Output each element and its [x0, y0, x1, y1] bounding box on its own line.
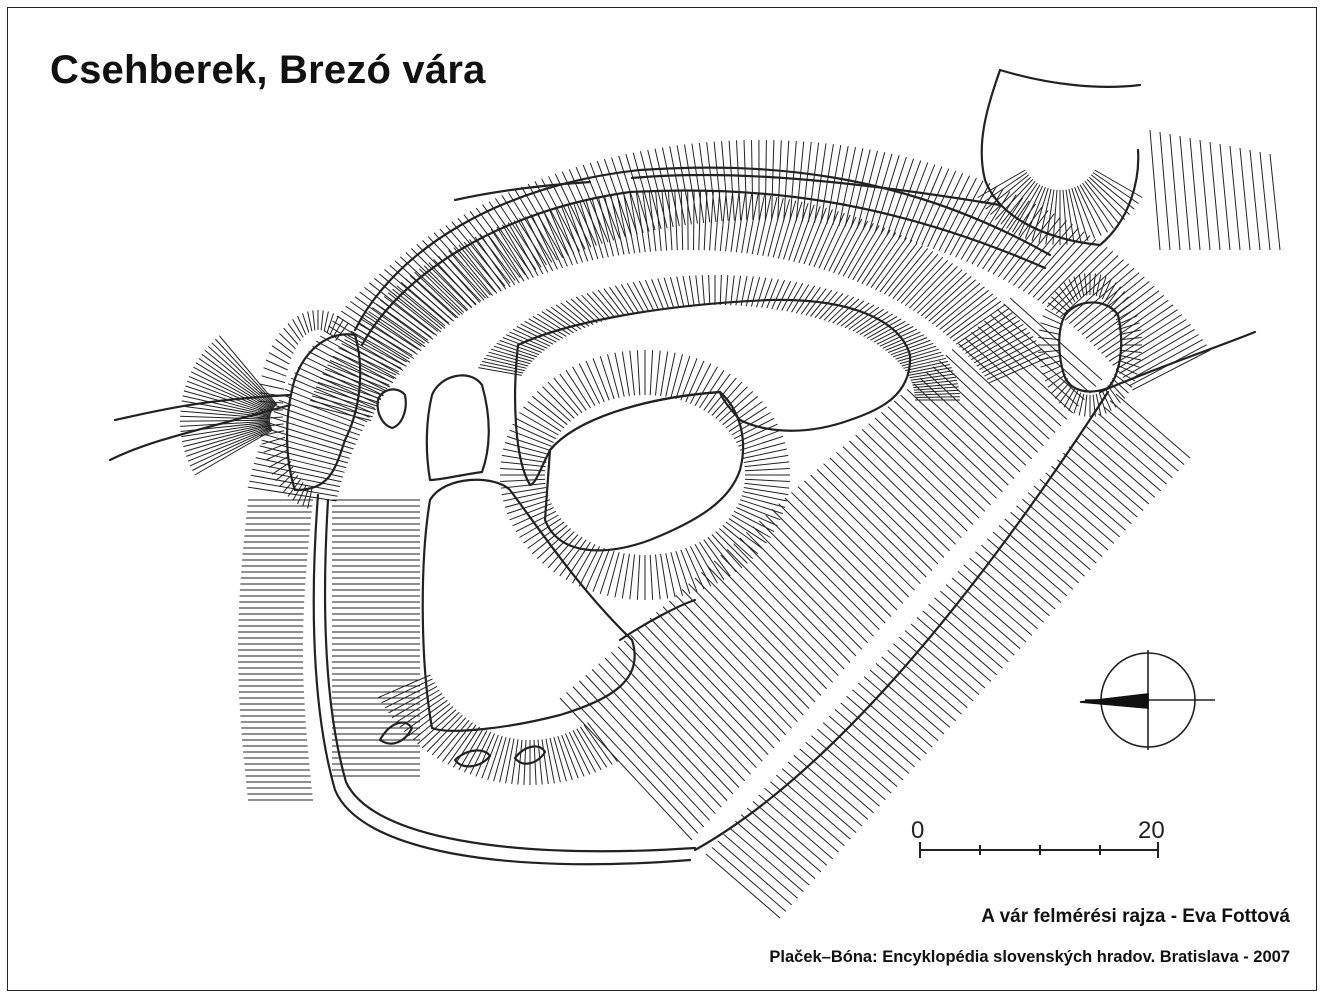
- west-path-2: [113, 393, 292, 422]
- scale-label-end: 20: [1138, 817, 1165, 844]
- north-arrow-icon: [1079, 650, 1215, 750]
- moat-east: [693, 390, 1110, 852]
- terrain-outlines: [108, 68, 1257, 866]
- source-citation: Plaček–Bóna: Encyklopédia slovenských hr…: [769, 948, 1290, 966]
- upper-path-a: [453, 180, 592, 202]
- ne-hollow: [980, 68, 1140, 247]
- stone-2: [453, 749, 492, 768]
- page-title: Csehberek, Brezó vára: [50, 48, 486, 92]
- scale-label-start: 0: [911, 817, 924, 844]
- west-path: [108, 403, 292, 462]
- rampart-outer: [353, 166, 1052, 332]
- stone-1: [378, 721, 414, 745]
- stone-3: [513, 745, 547, 765]
- upper-court: [543, 390, 745, 552]
- western-bastion: [285, 333, 362, 492]
- slope-hachures: [179, 129, 1281, 919]
- crevice: [618, 598, 697, 642]
- moat-west-inner: [323, 498, 697, 853]
- upper-path-b: [630, 173, 1002, 207]
- knob: [376, 388, 407, 430]
- eastern-tower: [1058, 301, 1123, 393]
- outer-court: [514, 298, 912, 487]
- scale-bar: [919, 842, 1159, 858]
- ne-rim: [998, 68, 1142, 88]
- small-platform: [425, 374, 490, 482]
- moat-west-outer: [312, 493, 692, 866]
- eastern-ridge: [1098, 330, 1257, 394]
- drawing-frame: [7, 7, 1317, 991]
- survey-credit: A vár felmérési rajza - Eva Fottová: [981, 906, 1290, 927]
- rampart-inner: [360, 189, 1047, 347]
- lower-court: [421, 478, 636, 732]
